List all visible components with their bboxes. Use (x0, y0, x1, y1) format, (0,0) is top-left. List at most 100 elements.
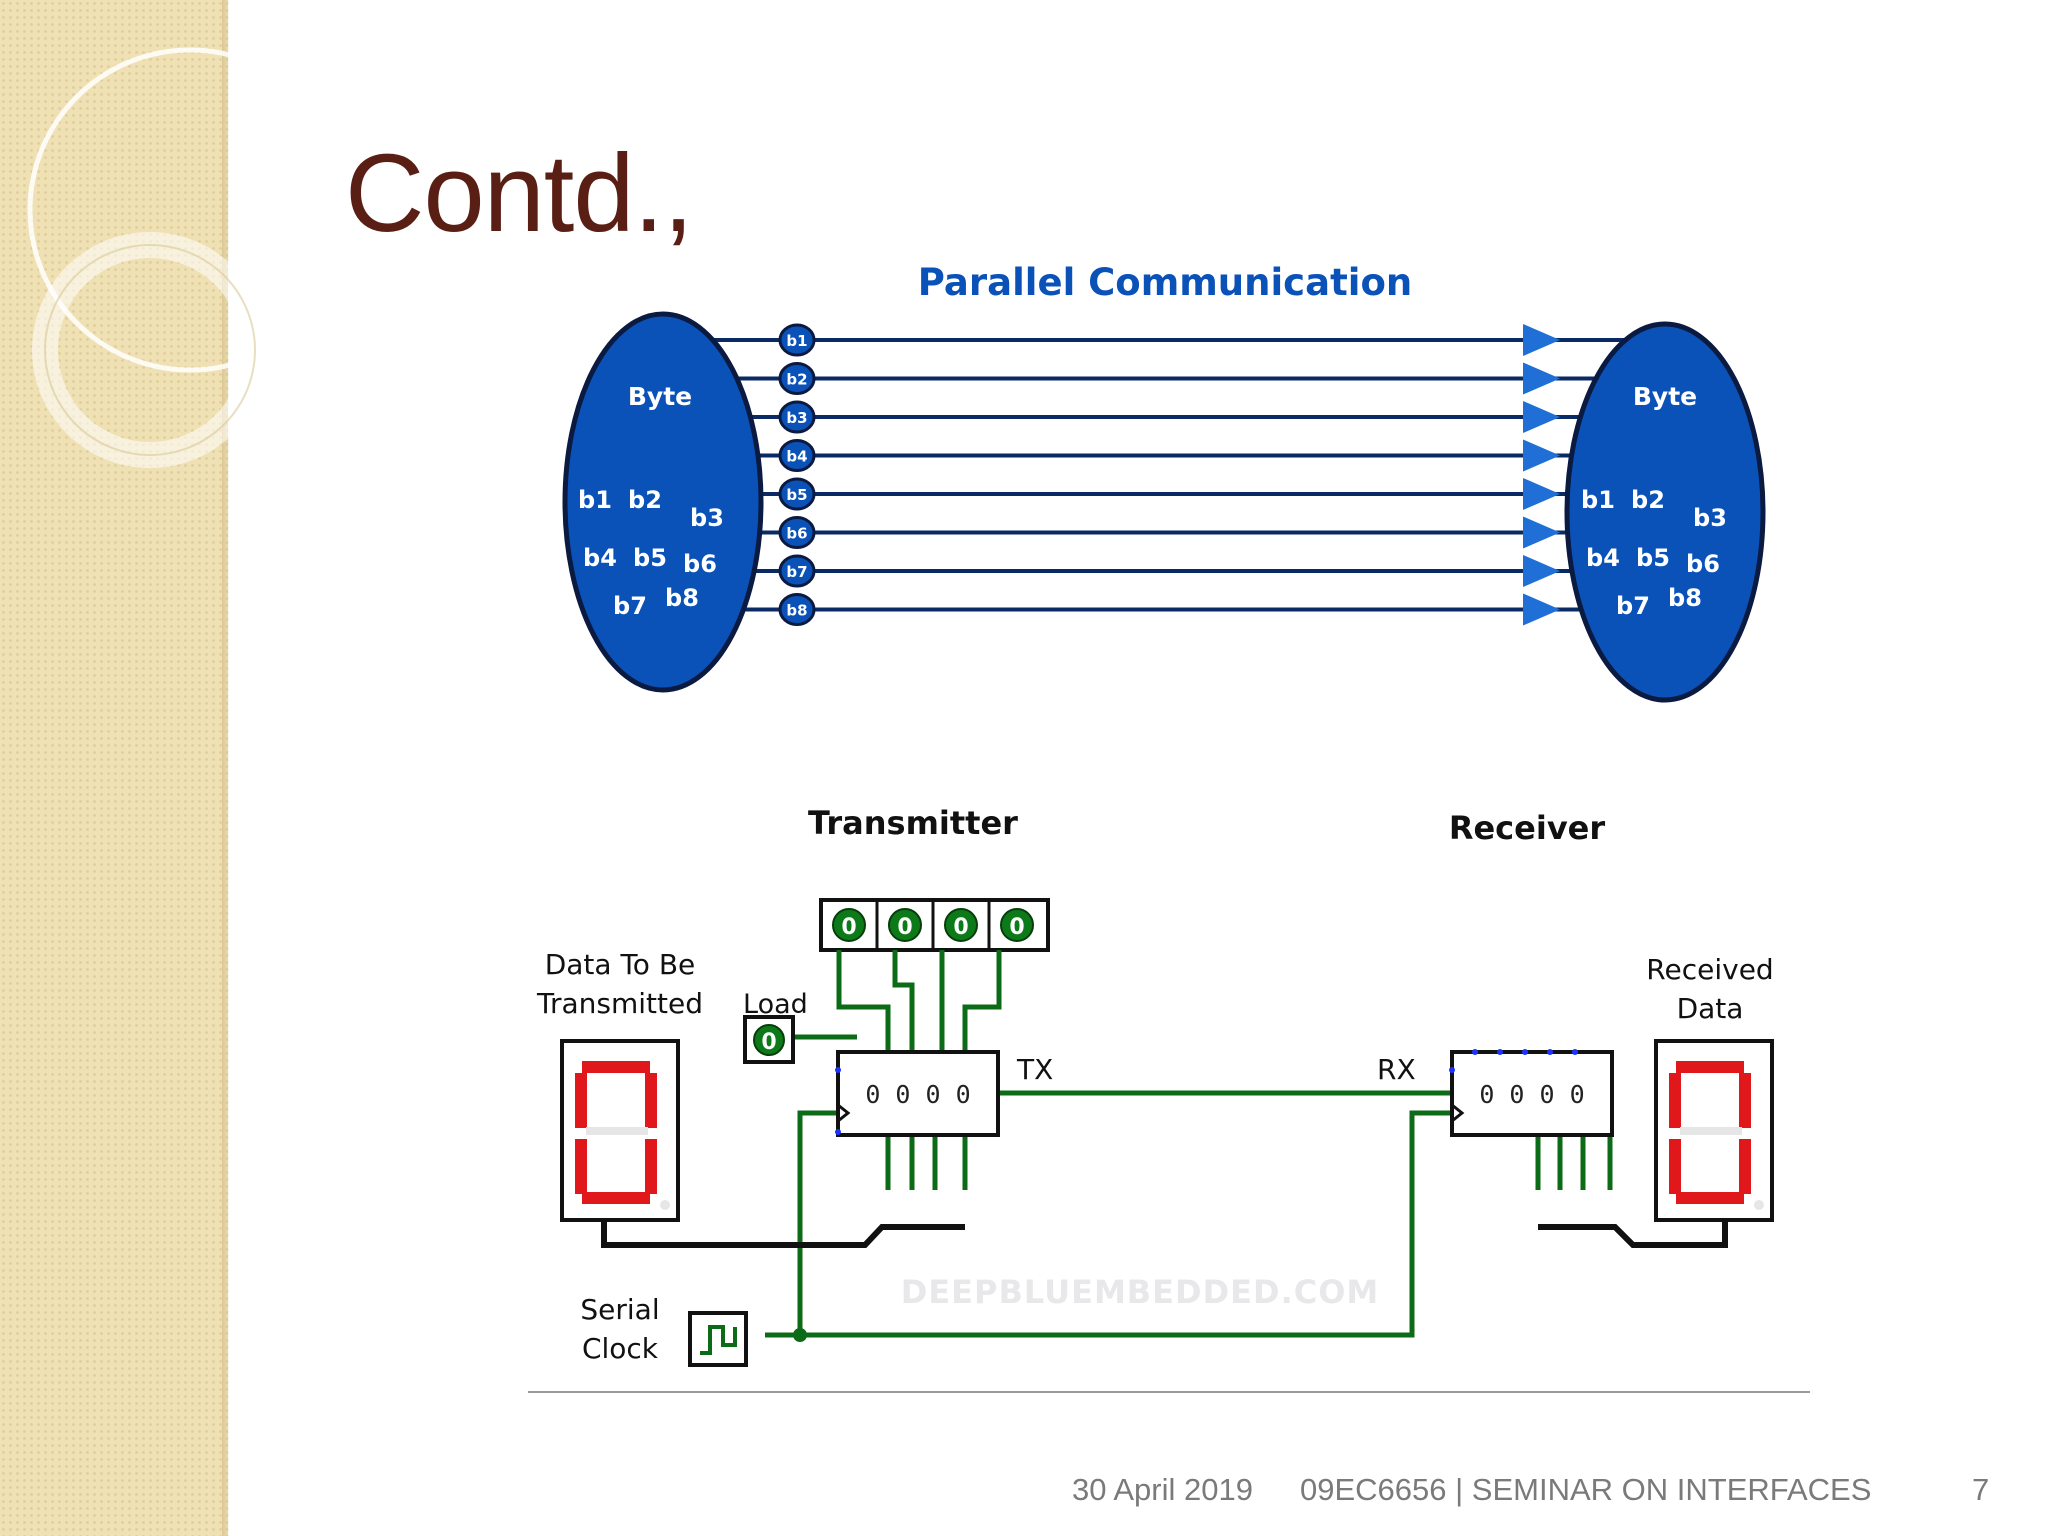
arrow-head (1523, 324, 1560, 356)
clock-box (688, 1311, 748, 1367)
sender-bit-label: b4 (583, 544, 617, 572)
input-switch-indicator (1000, 908, 1034, 942)
segment (575, 1139, 587, 1194)
receiver-byte-ellipse (1564, 321, 1766, 703)
sender-bit-label: b1 (578, 486, 612, 514)
clock-junction (793, 1328, 807, 1342)
parallel-diagram: Parallel Communication Byte b1 b2 b3 b4 b5 b6… (562, 261, 1766, 703)
bit-circles: b1 b2 b3 b4 b5 b6 b7 b8 (778, 323, 816, 626)
rx-pin (1497, 1049, 1503, 1055)
rx-register-value: 0 0 0 0 (1479, 1080, 1584, 1109)
bit-circle (778, 323, 816, 357)
tx-clock-triangle (836, 1101, 851, 1125)
input-switch-value: 0 (841, 915, 856, 940)
bit-circle-label: b7 (786, 563, 807, 581)
bit-circle (778, 439, 816, 472)
rx-pin (1472, 1049, 1478, 1055)
footer-date: 30 April 2019 (1072, 1472, 1253, 1507)
bit-circle-label: b8 (786, 602, 807, 620)
bit-circle-label: b6 (786, 525, 807, 543)
bit-circle-label: b3 (786, 409, 807, 427)
serial-clock-label-line1: Serial (580, 1293, 659, 1326)
wires (765, 950, 1613, 1338)
input-switch-value: 0 (1009, 915, 1024, 940)
load-switch: Load 0 (743, 989, 808, 1064)
footer-course: 09EC6656 | SEMINAR ON INTERFACES (1300, 1472, 1872, 1507)
parallel-heading: Parallel Communication (918, 261, 1412, 304)
tx-display-dot (660, 1200, 670, 1210)
input-switch-indicator (888, 908, 922, 942)
bit-circle (778, 400, 816, 434)
rx-register: 0 0 0 0 RX (1377, 1049, 1614, 1137)
communication-diagram: Parallel Communication Byte b1 b2 b3 b4 b5 b6… (528, 261, 1810, 1393)
tx-pin (835, 1067, 841, 1073)
bit-circle (778, 516, 816, 549)
bit-circle (778, 593, 816, 626)
segment (645, 1139, 657, 1194)
receiver-bit-label: b2 (1631, 486, 1665, 514)
data-to-transmit-label-line1: Data To Be (545, 948, 696, 981)
sender-bit-label: b5 (633, 544, 667, 572)
arrow-head (1523, 401, 1560, 433)
bit-circle-label: b5 (786, 486, 807, 504)
bit-circle-label: b2 (786, 371, 807, 389)
serial-clock: Serial Clock (580, 1293, 748, 1367)
rx-pin (1449, 1067, 1455, 1073)
tx-label: TX (1016, 1053, 1053, 1086)
sender-bit-labels: b1 b2 b3 b4 b5 b6 b7 b8 (578, 486, 724, 620)
segment (1739, 1139, 1751, 1194)
bit-circle-label: b4 (786, 448, 807, 466)
segment (1669, 1139, 1681, 1194)
bit-circle (778, 477, 816, 511)
segment (645, 1073, 657, 1128)
sender-byte-ellipse (562, 311, 764, 693)
tx-seven-segment: Data To Be Transmitted (536, 948, 703, 1222)
input-switch-value: 0 (897, 915, 912, 940)
arrow-head (1523, 478, 1560, 510)
receiver-label: Receiver (1449, 809, 1606, 847)
rx-display-dot (1754, 1200, 1764, 1210)
slide-title: Contd., (345, 132, 694, 255)
bit-circle (778, 362, 816, 395)
load-switch-indicator (753, 1024, 785, 1056)
load-switch-value: 0 (761, 1030, 776, 1055)
arrow-head (1523, 362, 1560, 395)
receiver-bit-label: b3 (1693, 504, 1727, 532)
sender-byte-label: Byte (628, 382, 692, 411)
footer-page-number: 7 (1972, 1472, 1990, 1507)
rx-label: RX (1377, 1053, 1416, 1086)
tx-display-segments (575, 1061, 657, 1204)
segment (582, 1061, 650, 1073)
rx-pin (1572, 1049, 1578, 1055)
data-to-transmit-label-line2: Transmitted (536, 987, 703, 1020)
sender-bit-label: b3 (690, 504, 724, 532)
sender-bit-label: b7 (613, 592, 647, 620)
transmitter-label: Transmitter (808, 804, 1018, 842)
segment (1739, 1073, 1751, 1128)
input-switch-indicator (832, 908, 866, 942)
arrow-head (1523, 439, 1560, 472)
received-data-label-line1: Received (1646, 953, 1773, 986)
rx-display-mid-segment-off (1680, 1127, 1742, 1135)
segment (1669, 1073, 1681, 1128)
received-data-label-line2: Data (1677, 992, 1744, 1025)
input-switch-indicator (944, 908, 978, 942)
bit-circle (778, 554, 816, 588)
receiver-bit-label: b8 (1668, 584, 1702, 612)
rx-pin (1522, 1049, 1528, 1055)
tx-register-value: 0 0 0 0 (865, 1080, 970, 1109)
sidebar-edge (222, 0, 230, 1536)
receiver-bit-label: b6 (1686, 550, 1720, 578)
bit-circle-label: b1 (786, 332, 807, 350)
sender-bit-label: b6 (683, 550, 717, 578)
segment (575, 1073, 587, 1128)
arrow-head (1523, 555, 1560, 587)
tx-register-box (836, 1050, 1000, 1137)
sender-bit-label: b8 (665, 584, 699, 612)
receiver-bit-label: b5 (1636, 544, 1670, 572)
receiver-bit-label: b1 (1581, 486, 1615, 514)
sender-bit-label: b2 (628, 486, 662, 514)
